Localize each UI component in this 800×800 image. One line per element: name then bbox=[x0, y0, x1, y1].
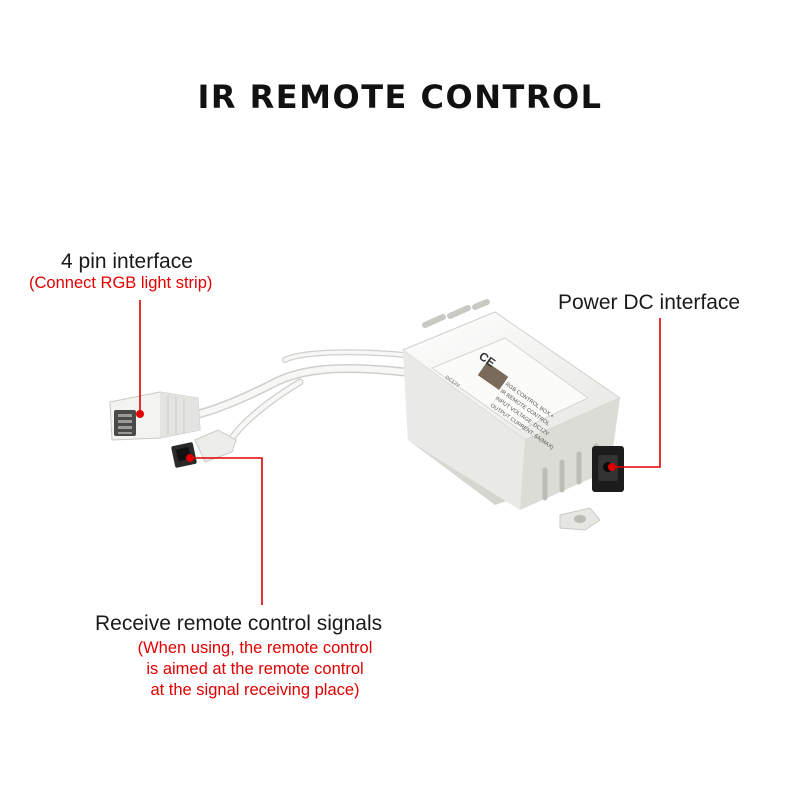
receiver-sublabel-line-2: is aimed at the remote control bbox=[146, 660, 364, 678]
four-pin-interface-sublabel: (Connect RGB light strip) bbox=[29, 274, 213, 292]
power-dc-interface-label: Power DC interface bbox=[558, 291, 741, 314]
four-pin-interface-label: 4 pin interface bbox=[61, 250, 193, 273]
receiver-sublabel-line-1: (When using, the remote control bbox=[137, 639, 373, 657]
control-box: CE RGB CONTROL BOX + IR REMOTE CONTROL I… bbox=[401, 299, 622, 531]
page-title: IR REMOTE CONTROL bbox=[197, 78, 603, 116]
receiver-sublabel-line-3: at the signal receiving place) bbox=[150, 681, 360, 699]
receiver-label: Receive remote control signals bbox=[95, 612, 383, 635]
dc-jack bbox=[592, 446, 624, 492]
ir-receiver bbox=[171, 429, 237, 468]
cable-bundle bbox=[190, 349, 410, 442]
callout-lines bbox=[139, 300, 661, 605]
callout-dots bbox=[136, 410, 616, 471]
receiver-sublabel: (When using, the remote control is aimed… bbox=[96, 638, 414, 701]
four-pin-connector bbox=[109, 391, 201, 441]
